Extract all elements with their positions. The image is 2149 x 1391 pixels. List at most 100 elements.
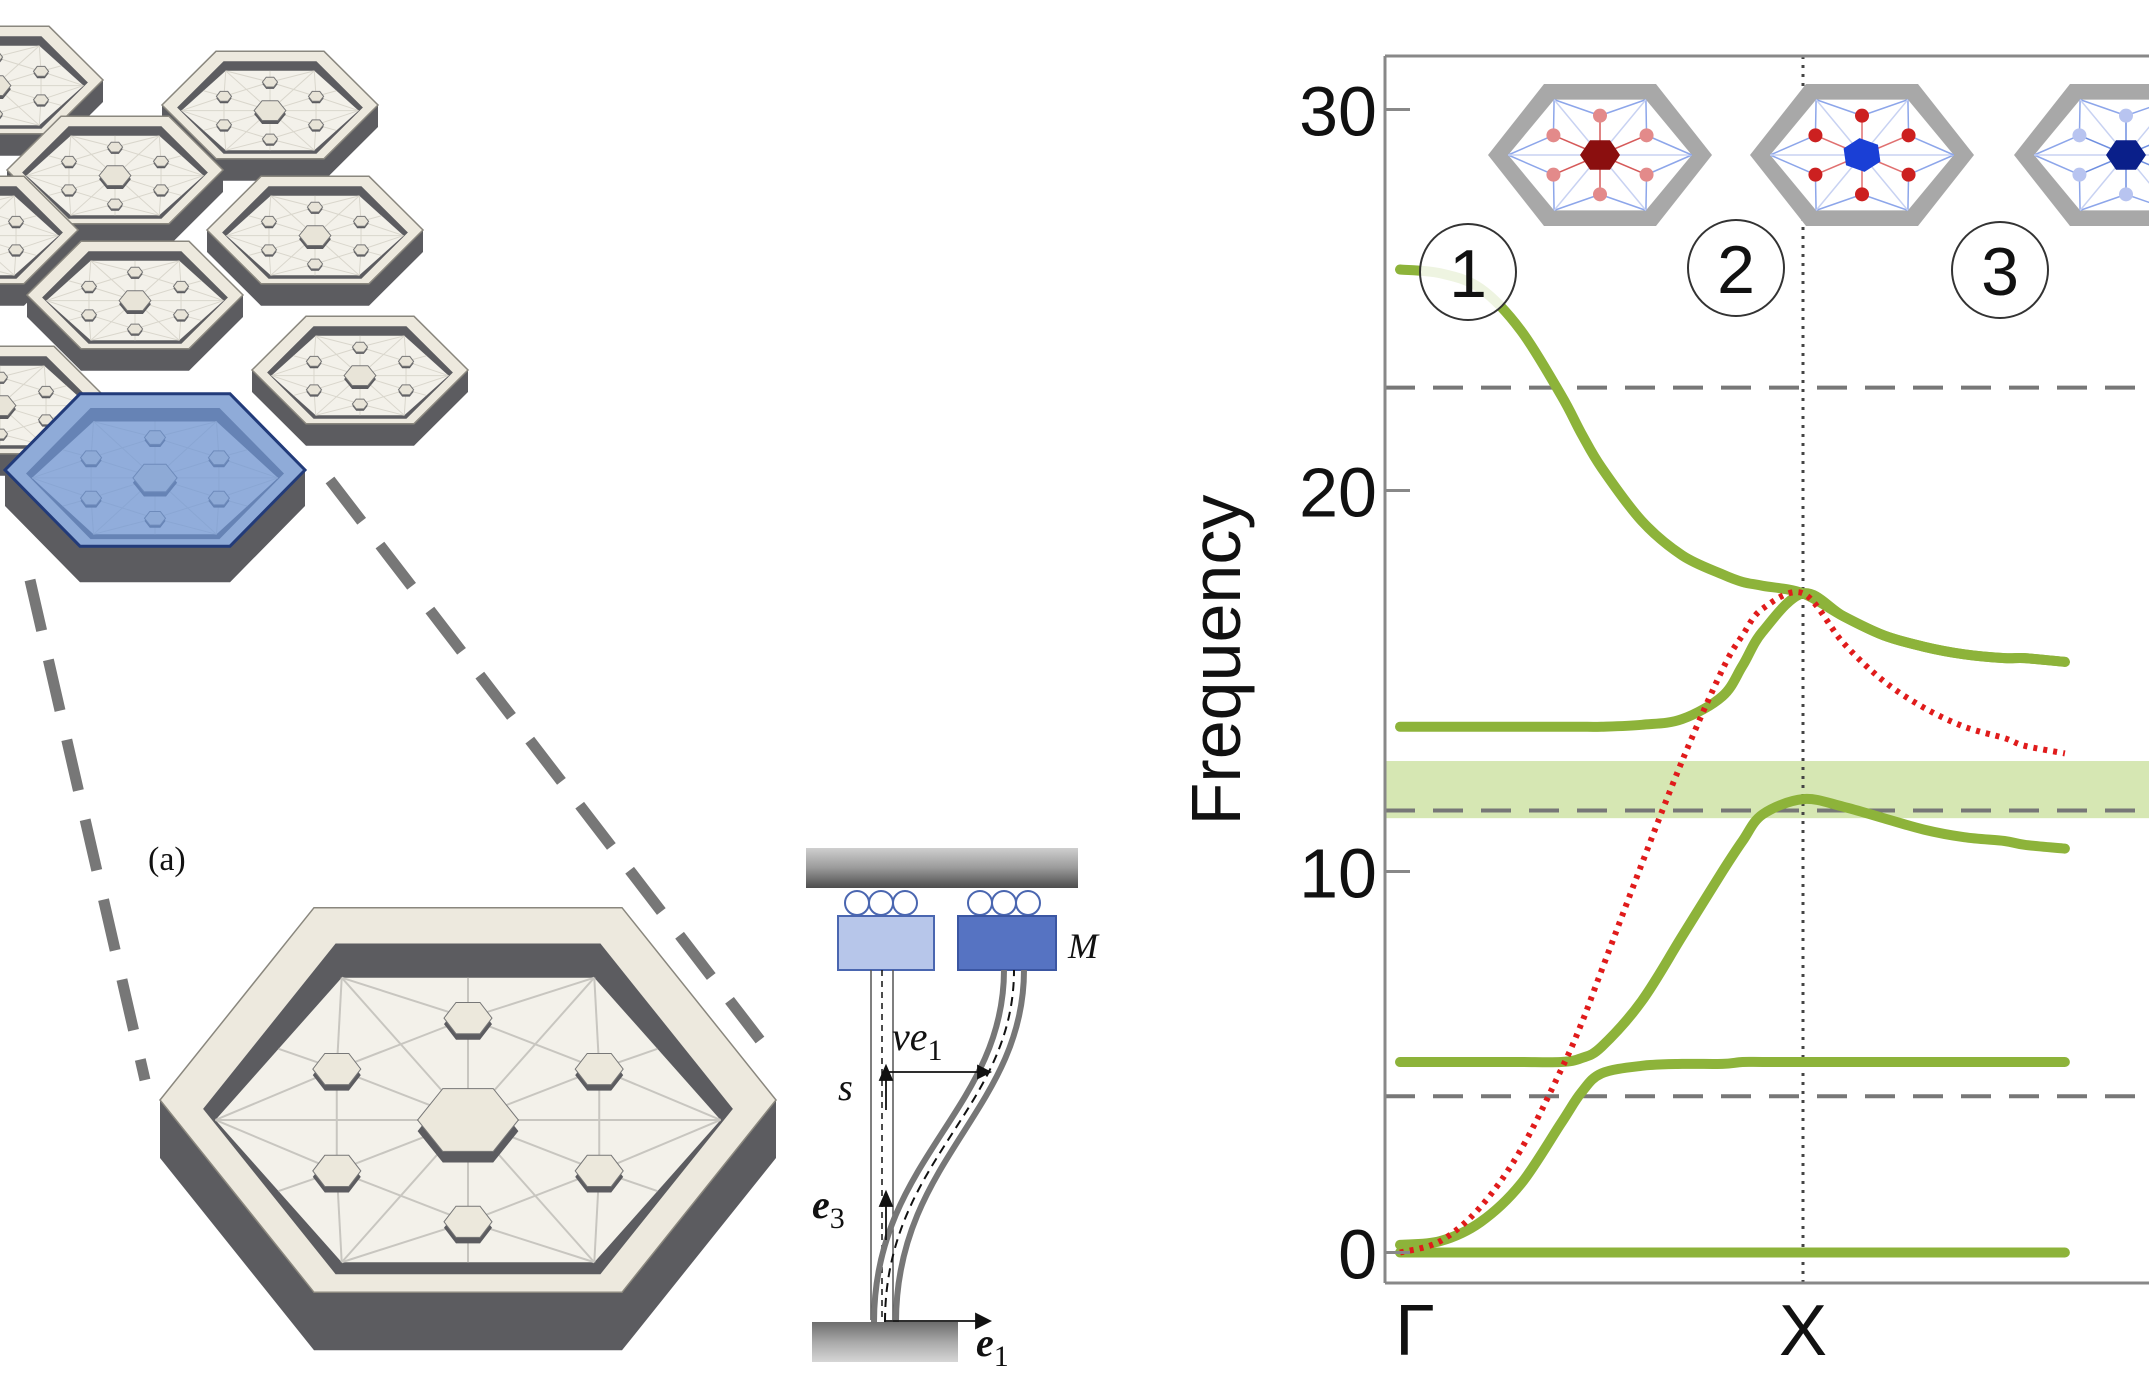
inset-node [1901, 167, 1916, 182]
inset-node [2119, 108, 2133, 123]
cell-center-node [118, 290, 152, 311]
y-axis-label: Frequency [1177, 495, 1255, 826]
cell-center-node [0, 75, 12, 96]
zoom-line-left [24, 578, 151, 1082]
cell-center-node [98, 165, 132, 186]
cell-node [312, 1154, 362, 1187]
inset-node [1593, 108, 1607, 123]
cell-strings [215, 976, 721, 1264]
mode-shape-insets [1488, 84, 2149, 226]
cell-node [106, 141, 124, 153]
inset-center-node [2106, 140, 2146, 170]
ve1-label: ve [892, 1014, 928, 1059]
mode-label-circle [1419, 223, 1517, 321]
cell-node [443, 1002, 493, 1035]
cell-node [80, 309, 98, 321]
mode-shape-inset-1 [1488, 84, 1712, 226]
mode-shape-inset-2 [1750, 84, 1974, 226]
x-tick-label: X [1779, 1291, 1827, 1371]
cell-node [0, 109, 4, 119]
mode-label-number: 1 [1449, 236, 1487, 312]
y-tick-label: 30 [1299, 73, 1377, 151]
ve1-subscript: 1 [928, 1034, 943, 1067]
mass-label: M [1067, 926, 1100, 966]
cell-side-wall [0, 230, 78, 306]
inset-node [1855, 108, 1869, 123]
e3-subscript: 3 [830, 1202, 845, 1235]
inset-node [1639, 167, 1654, 182]
cell-node [306, 201, 324, 213]
inset-node [1546, 167, 1561, 182]
cell-node [172, 280, 190, 292]
roller-bearings [844, 890, 1041, 916]
e1-label: e [976, 1320, 994, 1365]
cell-node [305, 355, 323, 367]
cell-node [80, 280, 98, 292]
cell-side-wall [160, 1100, 776, 1351]
cell-side-wall [27, 295, 243, 371]
cell-side-wall [207, 230, 423, 306]
mode-label-circle [1951, 221, 2049, 319]
lattice-cell [25, 240, 245, 371]
inset-node [1639, 128, 1654, 143]
cell-node [0, 371, 9, 383]
cell-node [312, 1053, 362, 1086]
cell-node [60, 155, 78, 167]
mode-label-number: 2 [1717, 232, 1755, 308]
cell-side-wall [162, 105, 378, 181]
beam-schematic: M s ve1 e3 e1 [806, 848, 1100, 1373]
dispersion-curve-2 [1395, 588, 2070, 732]
cell-node [60, 184, 78, 196]
cell-node [260, 215, 278, 227]
cell-node [443, 1205, 493, 1238]
cell-side-wall [252, 370, 468, 446]
cell-node [0, 428, 9, 440]
cell-side-wall [0, 80, 103, 156]
inset-node [2072, 128, 2087, 143]
mode-label-circle [1687, 219, 1785, 317]
cell-strings [226, 195, 404, 276]
top-support-plate [806, 848, 1078, 888]
mode-label-2: 2 [1687, 219, 1785, 317]
cell-node [397, 384, 415, 396]
cell-node [261, 133, 279, 145]
y-tick-label: 10 [1299, 835, 1377, 913]
cell-node [397, 355, 415, 367]
dispersion-curve-4 [1395, 1056, 2070, 1250]
cell-node [215, 90, 233, 102]
inset-node [1808, 128, 1823, 143]
mode-label-number: 3 [1981, 234, 2019, 310]
cell-center-node [298, 225, 332, 246]
svg-text:e1: e1 [976, 1320, 1009, 1373]
unit-cell-closeup [159, 906, 777, 1351]
mass-block-reference [837, 915, 935, 971]
svg-text:ve1: ve1 [892, 1014, 943, 1067]
cell-center-node [253, 100, 287, 121]
panel-label: (a) [148, 841, 186, 878]
cell-node [574, 1154, 624, 1187]
cell-node [152, 184, 170, 196]
cell-node [305, 384, 323, 396]
series-layer [1395, 264, 2070, 1258]
cell-node [307, 119, 325, 131]
cell-node [7, 244, 25, 256]
cell-node [106, 198, 124, 210]
unit-cell-enlarged [159, 906, 777, 1351]
cell-node [307, 90, 325, 102]
mode-label-3: 3 [1951, 221, 2049, 319]
inset-node [1546, 128, 1561, 143]
cell-side-wall [5, 470, 305, 583]
inset-node [1901, 128, 1916, 143]
lattice-cell-highlighted [2, 392, 308, 583]
cell-center-node [416, 1088, 520, 1152]
svg-text:e3: e3 [812, 1182, 845, 1235]
mode-shape-inset-3 [2014, 84, 2149, 226]
cell-node [306, 258, 324, 270]
inset-node [1855, 187, 1869, 202]
lattice-cell [0, 175, 80, 306]
inset-node [1593, 187, 1607, 202]
cell-node [574, 1053, 624, 1086]
